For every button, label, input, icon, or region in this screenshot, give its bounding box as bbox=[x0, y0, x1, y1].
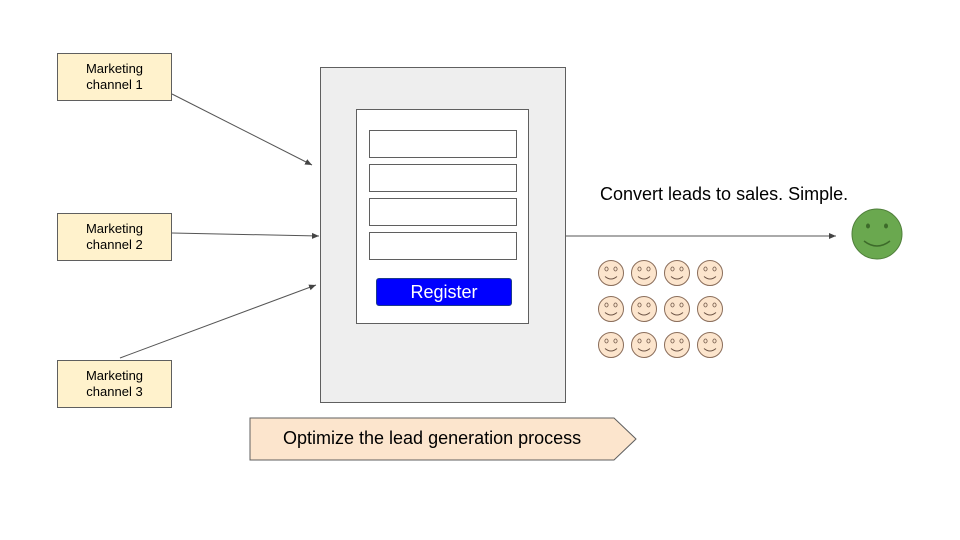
form-field-3[interactable] bbox=[369, 198, 517, 226]
marketing-channel-1: Marketing channel 1 bbox=[57, 53, 172, 101]
lead-smiley-icon bbox=[631, 332, 657, 358]
form-field-4[interactable] bbox=[369, 232, 517, 260]
marketing-channel-2-label: Marketing channel 2 bbox=[85, 221, 144, 252]
lead-smiley-icon bbox=[697, 332, 723, 358]
arrow-channel-1-to-page bbox=[171, 93, 313, 166]
arrow-channel-2-to-page bbox=[171, 232, 320, 239]
form-field-1[interactable] bbox=[369, 130, 517, 158]
tagline: Convert leads to sales. Simple. bbox=[600, 184, 849, 204]
arrow-channel-3-to-page bbox=[119, 284, 317, 359]
form-field-2[interactable] bbox=[369, 164, 517, 192]
lead-smiley-icon bbox=[664, 332, 690, 358]
lead-faces-group bbox=[598, 260, 723, 358]
marketing-channel-3-label: Marketing channel 3 bbox=[85, 368, 144, 399]
lead-smiley-icon bbox=[664, 296, 690, 322]
marketing-channel-2: Marketing channel 2 bbox=[57, 213, 172, 261]
process-banner-label: Optimize the lead generation process bbox=[283, 428, 582, 448]
lead-smiley-icon bbox=[598, 260, 624, 286]
marketing-channel-1-label: Marketing channel 1 bbox=[85, 61, 144, 92]
lead-smiley-icon bbox=[598, 296, 624, 322]
lead-smiley-icon bbox=[598, 332, 624, 358]
lead-smiley-icon bbox=[631, 296, 657, 322]
process-banner bbox=[249, 417, 637, 461]
lead-smiley-icon bbox=[664, 260, 690, 286]
lead-smiley-icon bbox=[631, 260, 657, 286]
customer-smiley-icon bbox=[851, 208, 903, 260]
lead-smiley-icon bbox=[697, 260, 723, 286]
marketing-channel-3: Marketing channel 3 bbox=[57, 360, 172, 408]
lead-smiley-icon bbox=[697, 296, 723, 322]
register-button[interactable]: Register bbox=[376, 278, 512, 306]
